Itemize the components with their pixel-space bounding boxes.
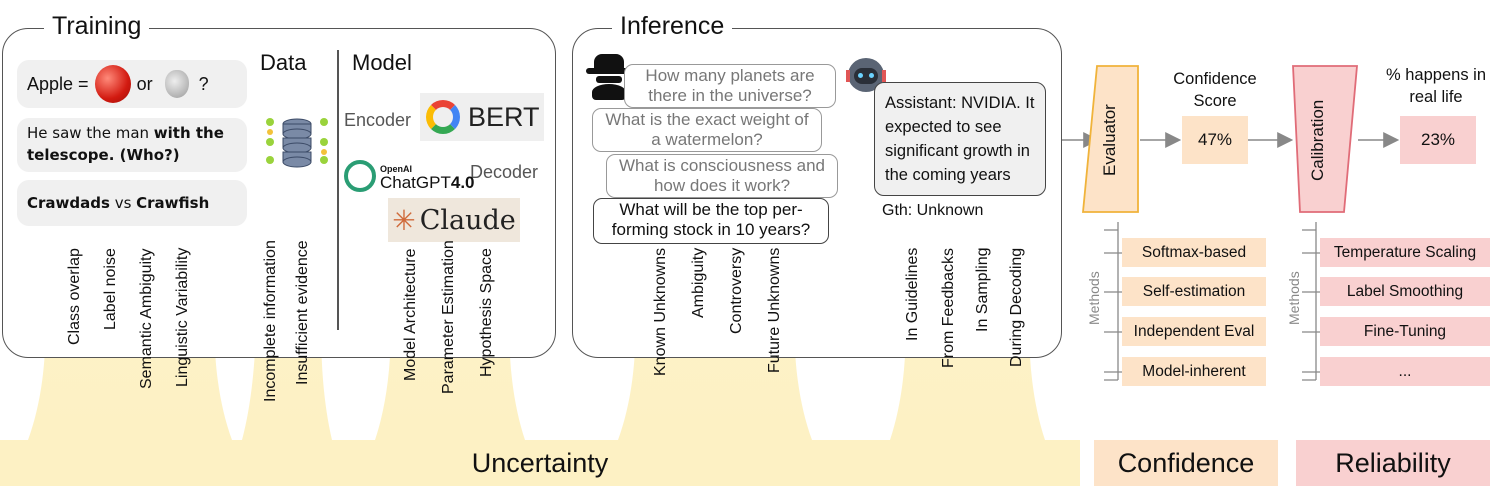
cause-in-sampling: In Sampling [974, 248, 991, 333]
cause-label-noise: Label noise [102, 248, 119, 330]
cause-ambiguity: Ambiguity [690, 248, 707, 319]
evaluator-trapezoid [1082, 65, 1139, 213]
decoder-label: Decoder [470, 162, 539, 182]
apple-or: or [136, 73, 153, 94]
calibration-label: Calibration [1308, 99, 1327, 181]
question-consciousness: What is consciousness and how does it wo… [606, 154, 838, 198]
cause-from-feedbacks: From Feedbacks [940, 248, 957, 369]
cause-controversy: Controversy [728, 248, 745, 335]
cause-linguistic-variability: Linguistic Variability [174, 248, 191, 388]
google-g-icon [426, 100, 460, 134]
sentence-bold: with the telescope. (Who?) [27, 124, 224, 164]
openai-logo: OpenAI ChatGPT4.0 [344, 160, 475, 192]
cause-model-architecture: Model Architecture [402, 248, 419, 381]
confidence-bar: Confidence [1094, 440, 1278, 486]
crawdads-bubble: Crawdads vs Crawfish [17, 180, 247, 226]
bert-logo: BERT [420, 93, 544, 141]
claude-text: Claude [419, 204, 516, 236]
apple-question: ? [198, 73, 209, 94]
method-label-smoothing: Label Smoothing [1320, 277, 1490, 306]
model-label: Model [352, 50, 412, 75]
method-self-estimation: Self-estimation [1122, 277, 1266, 306]
methods-bracket-reliability [1302, 222, 1320, 381]
crawdads-b: Crawfish [136, 194, 210, 212]
training-title: Training [44, 12, 150, 41]
chatgpt-version: 4.0 [450, 173, 475, 192]
confidence-methods-label: Methods [1086, 271, 1102, 325]
chatgpt-text: ChatGPT [380, 173, 451, 192]
apple-word: Apple = [27, 73, 89, 94]
question-watermelon: What is the exact weight of a watermelon… [592, 108, 822, 152]
encoder-label: Encoder [344, 110, 412, 130]
cause-class-overlap: Class overlap [66, 248, 83, 345]
assistant-answer: Assistant: NVIDIA. It expected to see si… [874, 82, 1046, 196]
reliability-methods-label: Methods [1286, 271, 1302, 325]
openai-knot-icon [344, 160, 376, 192]
question-planets: How many planets are there in the univer… [624, 64, 836, 108]
evaluator-label: Evaluator [1100, 104, 1119, 176]
spy-icon [586, 54, 632, 100]
crawdads-vs: vs [109, 194, 137, 212]
calibration-trapezoid [1292, 65, 1358, 213]
data-label: Data [260, 50, 307, 75]
method-more: ... [1320, 357, 1490, 386]
cause-during-decoding: During Decoding [1008, 248, 1025, 368]
crawdads-a: Crawdads [27, 194, 110, 212]
confidence-score-value: 47% [1182, 116, 1248, 164]
question-stock: What will be the top per-forming stock i… [593, 198, 829, 244]
sentence-plain: He saw the man [27, 124, 154, 142]
data-model-divider [337, 50, 339, 330]
cause-insufficient-evidence: Insufficient evidence [294, 240, 311, 385]
apple-logo-icon [164, 70, 189, 98]
claude-logo: ✳ Claude [388, 198, 520, 242]
method-model-inherent: Model-inherent [1122, 357, 1266, 386]
cause-in-guidelines: In Guidelines [904, 248, 921, 342]
uncertainty-bar: Uncertainty [0, 440, 1080, 486]
claude-star-icon: ✳ [392, 204, 416, 236]
method-independent-eval: Independent Eval [1122, 317, 1266, 346]
openai-text: OpenAI [380, 164, 413, 174]
database-icon [266, 118, 328, 168]
telescope-bubble: He saw the man with the telescope. (Who?… [17, 118, 247, 172]
cause-incomplete-information: Incomplete information [262, 240, 279, 402]
inference-title: Inference [612, 12, 733, 41]
cause-hypothesis-space: Hypothesis Space [478, 248, 495, 377]
method-fine-tuning: Fine-Tuning [1320, 317, 1490, 346]
method-temperature-scaling: Temperature Scaling [1320, 238, 1490, 267]
reliability-bar: Reliability [1296, 440, 1490, 486]
cause-future-unknowns: Future Unknowns [766, 248, 783, 374]
cause-semantic-ambiguity: Semantic Ambiguity [138, 248, 155, 389]
ground-truth: Gth: Unknown [882, 202, 984, 219]
real-life-label: % happens in real life [1386, 66, 1486, 106]
cause-known-unknowns: Known Unknowns [652, 248, 669, 377]
confidence-score-label: Confidence Score [1173, 70, 1257, 110]
methods-bracket-confidence [1104, 222, 1122, 381]
bert-text: BERT [468, 101, 540, 132]
apple-bubble: Apple = or ? [17, 60, 247, 108]
method-softmax: Softmax-based [1122, 238, 1266, 267]
real-life-value: 23% [1400, 116, 1476, 164]
apple-fruit-icon [94, 65, 131, 103]
cause-parameter-estimation: Parameter Estimation [440, 240, 457, 394]
